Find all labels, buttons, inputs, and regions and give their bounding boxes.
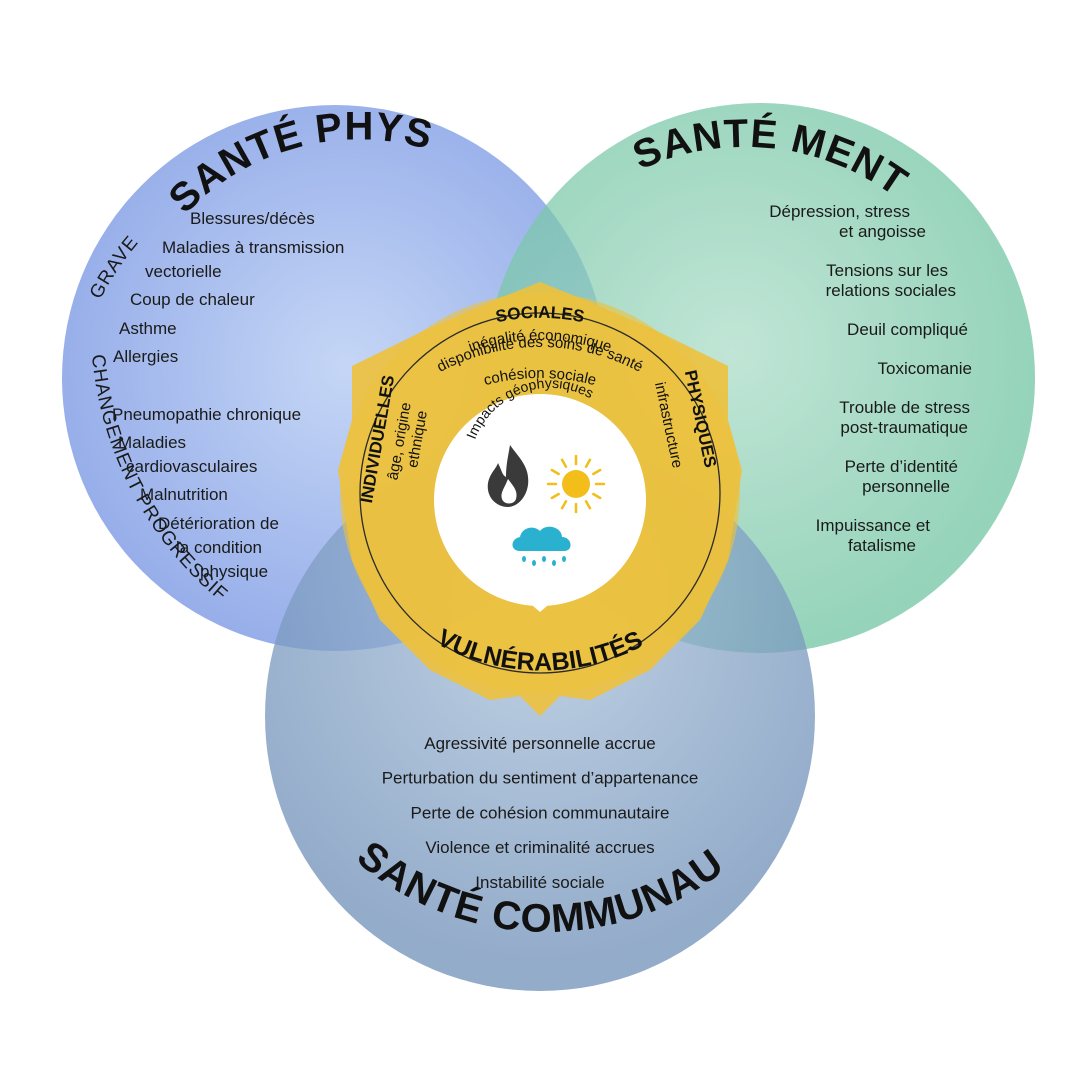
physical-health-item: Maladies <box>118 433 186 452</box>
physical-health-item: Détérioration de <box>158 514 279 533</box>
physical-health-item: Asthme <box>119 319 177 338</box>
sun-ray <box>584 500 592 510</box>
ring-inner-line <box>359 312 721 674</box>
geophysical-core <box>434 394 646 606</box>
physical-health-item: la condition <box>176 538 262 557</box>
physical-health-item: vectorielle <box>145 262 222 281</box>
vulnerabilities-ring <box>338 282 742 716</box>
physical-health-item: Coup de chaleur <box>130 290 255 309</box>
mental-health-item: personnelle <box>862 477 950 496</box>
mental-health-item: Trouble de stress <box>839 398 970 417</box>
sun-ray <box>592 468 602 476</box>
social-vulnerability-label: SOCIALES <box>494 303 586 326</box>
mental-health-item: Tensions sur les <box>826 261 948 280</box>
mental-health-item: Toxicomanie <box>878 359 973 378</box>
sun-ray <box>550 468 560 476</box>
rain-cloud-icon <box>512 526 571 566</box>
community-health-item: Instabilité sociale <box>475 873 604 892</box>
community-health-item: Perturbation du sentiment d’appartenance <box>382 769 699 788</box>
physical-health-item: Allergies <box>113 347 178 366</box>
mental-health-item: Perte d’identité <box>845 457 958 476</box>
mental-health-item: et angoisse <box>839 222 926 241</box>
mental-health-item: relations sociales <box>826 281 956 300</box>
sun-ray <box>584 458 592 468</box>
physical-health-item: Blessures/décès <box>190 209 315 228</box>
physical-health-item: Pneumopathie chronique <box>112 405 301 424</box>
physical-health-item: cardiovasculaires <box>126 457 257 476</box>
mental-health-item: fatalisme <box>848 536 916 555</box>
mental-health-item: post-traumatique <box>840 418 968 437</box>
mental-health-item: Dépression, stress <box>769 202 910 221</box>
sun-icon <box>546 454 606 514</box>
community-health-item: Agressivité personnelle accrue <box>424 734 656 753</box>
community-health-item: Perte de cohésion communautaire <box>411 803 670 822</box>
mental-health-item: Impuissance et <box>816 516 931 535</box>
fire-icon <box>487 445 529 507</box>
mental-health-item: Deuil compliqué <box>847 320 968 339</box>
sun-ray <box>550 492 560 500</box>
physical-health-item: physique <box>200 562 268 581</box>
physical-health-item: Malnutrition <box>140 485 228 504</box>
sun-ray <box>592 492 602 500</box>
sun-ray <box>560 458 568 468</box>
community-health-item: Violence et criminalité accrues <box>425 838 654 857</box>
physical-health-item: Maladies à transmission <box>162 238 344 257</box>
sun-ray <box>560 500 568 510</box>
core-pointer <box>526 600 554 612</box>
community-health-items: Agressivité personnelle accruePerturbati… <box>382 734 699 892</box>
